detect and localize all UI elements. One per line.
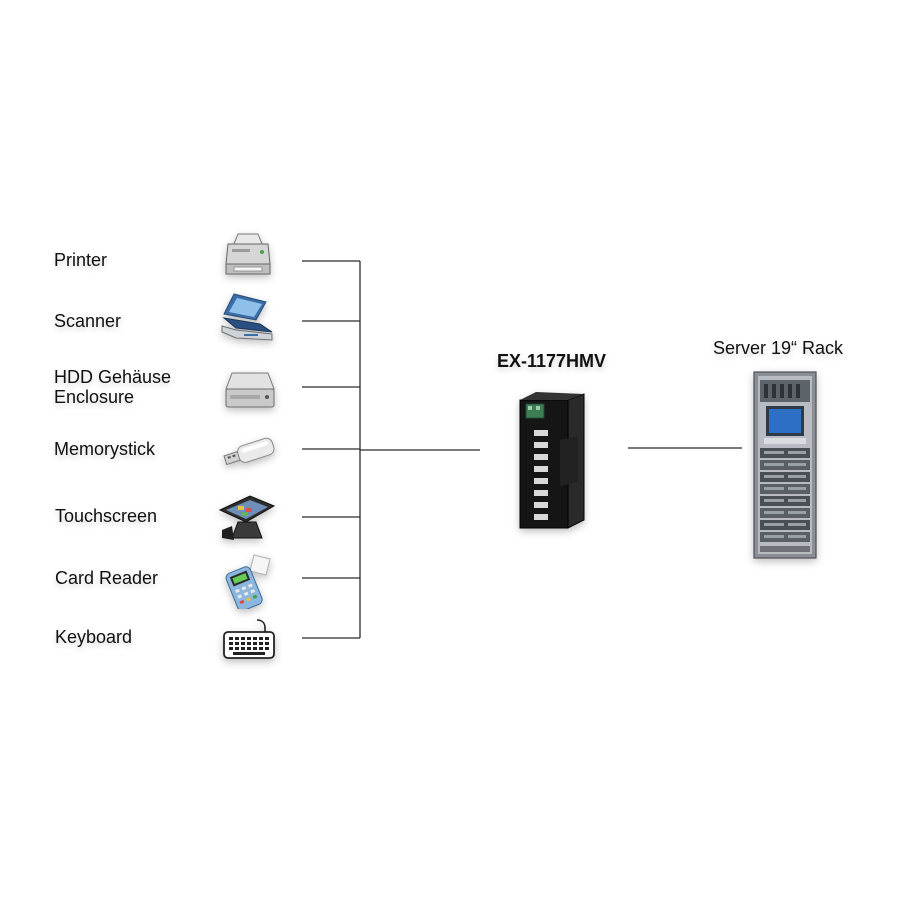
- usb-hub-icon: [519, 392, 585, 529]
- card-reader-icon: [225, 554, 271, 609]
- scanner-label: Scanner: [54, 311, 122, 331]
- touchscreen-label: Touchscreen: [55, 506, 158, 526]
- usb-stick-icon: [223, 437, 275, 466]
- pos-touchscreen-icon: [218, 495, 276, 540]
- memorystick-label: Memorystick: [54, 439, 156, 459]
- server-label: Server 19“ Rack: [713, 338, 844, 358]
- scanner-icon: [221, 293, 273, 341]
- hdd-enclosure-label: HDD Gehäuse Enclosure: [54, 367, 172, 407]
- keyboard-icon: [223, 619, 275, 659]
- hub-label: EX-1177HMV: [497, 351, 607, 371]
- card-reader-label: Card Reader: [55, 568, 159, 588]
- hdd-enclosure-icon: [225, 372, 275, 408]
- server-rack-icon: [753, 371, 817, 559]
- keyboard-label: Keyboard: [55, 627, 133, 647]
- printer-label: Printer: [54, 250, 108, 270]
- printer-icon: [225, 233, 271, 275]
